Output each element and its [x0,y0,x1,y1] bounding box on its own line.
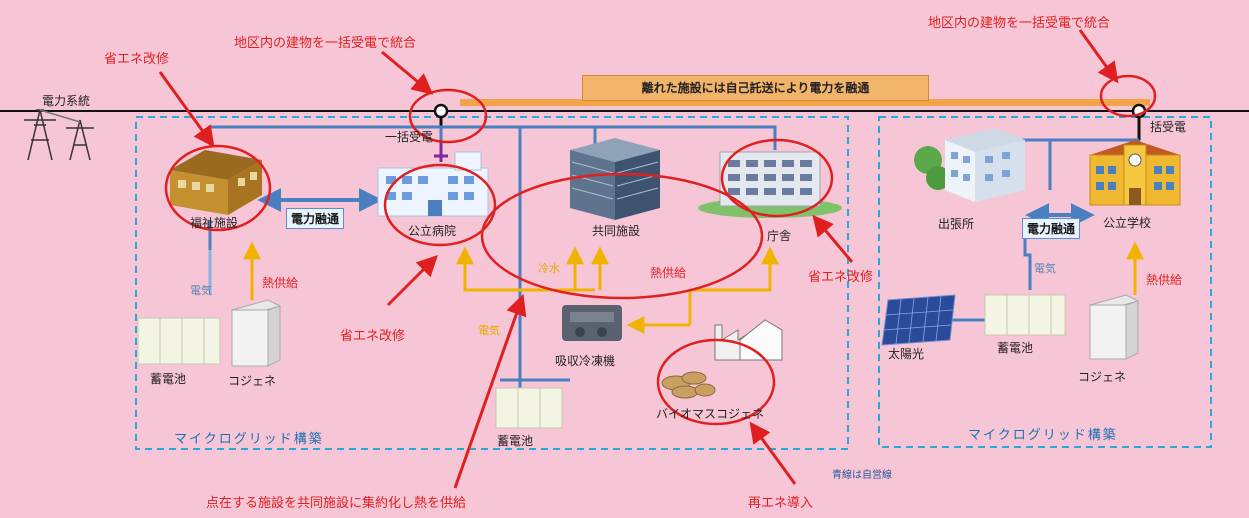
label-power-share-left: 電力融通 [286,208,345,229]
welfare-facility-icon [170,150,262,215]
label-solar: 太陽光 [888,347,925,361]
solar-panel-icon [881,294,956,346]
label-self-line-legend: 青線は自営線 [832,470,892,481]
label-absorption: 吸収冷凍機 [555,354,616,368]
self-wheeling-banner: 離れた施設には自己託送により電力を融通 [582,75,929,101]
annotation-consolidate-heat: 点在する施設を共同施設に集約化し熱を供給 [206,496,467,511]
highlight-office [720,138,834,218]
biomass-icon [661,371,716,399]
public-hospital-icon [377,151,489,217]
label-power-share-right: 電力融通 [1022,218,1081,239]
label-hospital: 公立病院 [408,224,457,238]
label-battery-left: 蓄電池 [150,372,187,386]
highlight-shared [480,172,764,300]
annotation-renewable: 再エネ導入 [748,496,814,511]
flow-cold-mid: 冷水 [538,262,560,275]
battery-mid-icon [495,387,563,429]
flow-heat-left: 熱供給 [262,276,299,290]
label-branch: 出張所 [938,217,975,231]
annotation-retrofit-office: 省エネ改修 [808,270,874,285]
flow-heat-right: 熱供給 [1146,273,1183,287]
bulk-receiving-point-right [1131,103,1147,140]
label-biomass: バイオマスコジェネ [656,407,765,421]
battery-left-icon [137,317,221,365]
label-school: 公立学校 [1103,216,1152,230]
highlight-bulk-right [1099,74,1157,118]
annotation-retrofit-hospital: 省エネ改修 [340,329,406,344]
absorption-chiller-icon [562,305,622,341]
highlight-hospital [383,163,497,247]
heat-flows [208,241,1144,334]
public-school-icon [1089,140,1181,206]
highlight-renewable [656,338,776,426]
microgrid-boundary-right [878,116,1212,448]
label-welfare: 福祉施設 [190,216,239,230]
label-bulk-left: 一括受電 [385,130,434,144]
cogen-right-icon [1088,294,1140,360]
shared-facility-icon [570,138,660,220]
flow-elec-right: 電気 [1034,262,1056,275]
highlight-ellipses [164,74,1157,426]
label-bulk-right: 括受電 [1150,120,1187,134]
bulk-receiving-point-left [433,103,449,162]
battery-right-icon [984,294,1066,336]
label-battery-right: 蓄電池 [997,341,1034,355]
pylon-icon [24,109,94,161]
branch-office-icon [914,128,1025,202]
annotation-integrate-right: 地区内の建物を一括受電で統合 [928,16,1111,31]
annotation-arrows [158,29,1119,489]
cogen-left-icon [230,299,282,367]
flow-heat-mid: 熱供給 [650,266,687,280]
label-office: 庁舎 [767,229,792,243]
self-wheeling-line [460,99,1150,106]
flow-elec-left: 電気 [190,284,212,297]
label-microgrid-right: マイクログリッド構築 [968,428,1118,443]
government-office-icon [698,151,842,218]
highlight-welfare [164,144,272,232]
self-lines-left [208,125,777,400]
flow-elec-mid: 電気 [478,324,500,337]
label-shared: 共同施設 [592,224,641,238]
microgrid-boundary-left [135,116,849,450]
highlight-bulk-left [408,88,488,144]
label-cogen-right: コジェネ [1078,370,1127,384]
annotation-retrofit-welfare: 省エネ改修 [104,52,170,67]
annotation-integrate-left: 地区内の建物を一括受電で統合 [234,36,417,51]
label-cogen-left: コジェネ [228,374,277,388]
label-microgrid-left: マイクログリッド構築 [174,432,324,447]
label-grid: 電力系統 [42,94,91,108]
label-battery-mid: 蓄電池 [497,434,534,448]
